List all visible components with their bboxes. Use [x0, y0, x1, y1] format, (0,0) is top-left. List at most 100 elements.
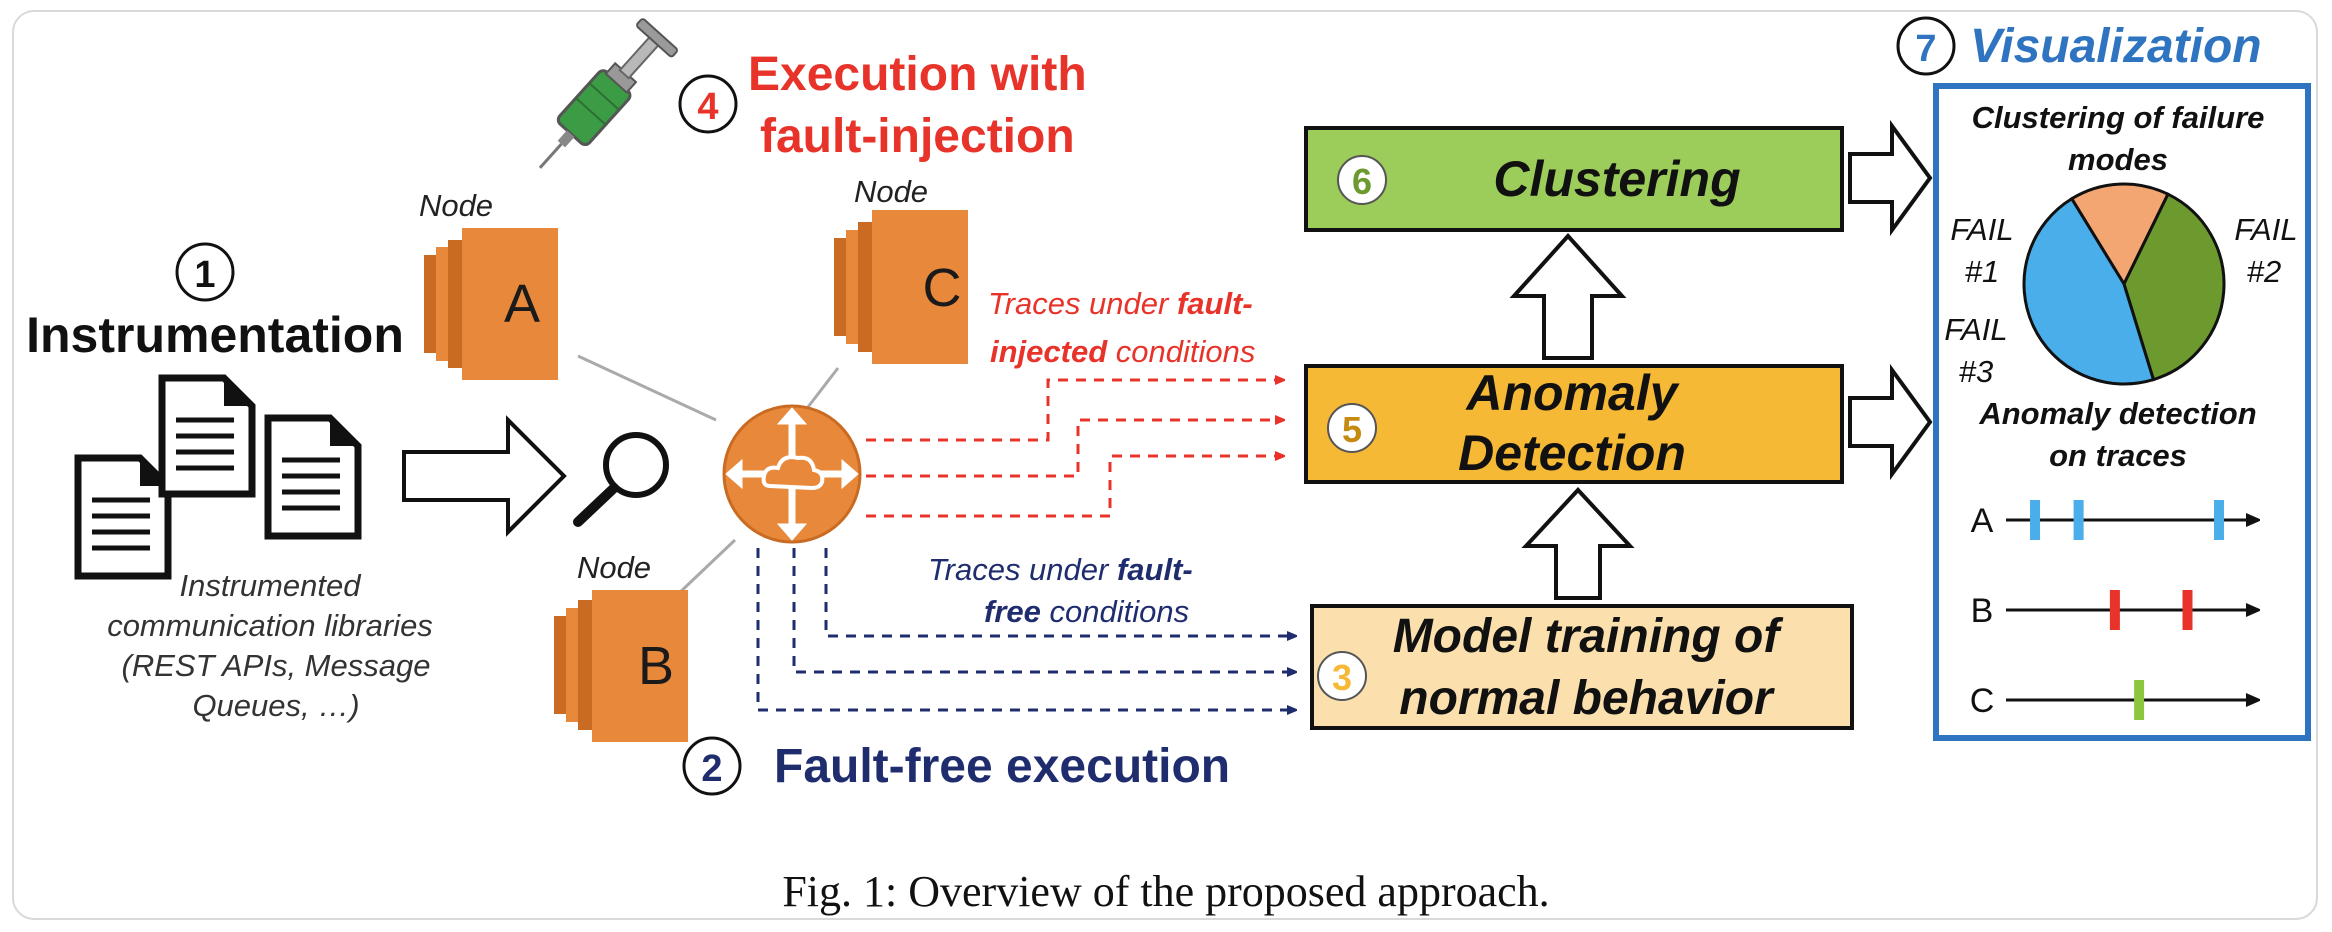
clustering-to-visualization-arrow [1848, 119, 1933, 237]
model-training-box: 3 Model training of normal behavior [1310, 604, 1854, 730]
step-2-badge [682, 736, 742, 796]
libraries-line: communication libraries [107, 608, 433, 643]
fault-free-title: Fault-free execution [774, 740, 1230, 793]
router-icon [722, 404, 862, 544]
fault-injection-step: 4 Execution with fault-injection [678, 48, 1087, 163]
trace-rows: A B C [1970, 500, 2258, 720]
svg-text:free conditions: free conditions [984, 594, 1189, 629]
node-b-label: Node [577, 550, 651, 585]
pie-slice-fail-1 [2069, 182, 2170, 288]
node-b: Node B [554, 550, 688, 742]
model-training-label-line: Model training of [1393, 610, 1784, 663]
pie-label-fail1-line: #1 [1965, 254, 1999, 289]
step-4-badge [678, 74, 738, 134]
fault-injected-traces-label: Traces under fault- injected conditions [988, 286, 1255, 369]
figure-caption: Fig. 1: Overview of the proposed approac… [782, 867, 1549, 916]
traces-label-text: conditions [1041, 594, 1189, 629]
visualization-title: Visualization [1970, 20, 2262, 73]
clustering-box: 6 Clustering [1304, 126, 1844, 232]
svg-text:Traces under fault-: Traces under fault- [988, 286, 1253, 321]
step-6-number: 6 [1352, 161, 1372, 202]
step-3-number: 3 [1332, 657, 1352, 698]
node-c-label: Node [854, 174, 928, 209]
document-icons [74, 374, 362, 580]
fault-free-step: 2 Fault-free execution [682, 736, 1230, 796]
step-7-badge [1896, 16, 1956, 76]
node-a-letter: A [504, 274, 540, 334]
libraries-line: Instrumented [180, 568, 363, 603]
model-training-label-line: normal behavior [1399, 672, 1775, 725]
trace-row-a: A [1971, 500, 2258, 540]
libraries-line: Queues, …) [192, 688, 359, 723]
step-7-number: 7 [1915, 28, 1936, 70]
node-c: Node C [834, 174, 968, 364]
instrumentation-title: Instrumentation [26, 307, 404, 363]
trace-row-c: C [1970, 680, 2258, 720]
fault-injection-title-line: fault-injection [760, 110, 1075, 163]
fault-injection-title-line: Execution with [748, 48, 1087, 101]
anomaly-title-line: on traces [2049, 438, 2187, 473]
pie-slice-fail-3 [2022, 196, 2156, 386]
traces-label-bold: free [984, 594, 1041, 629]
step-5-badge [1327, 403, 1377, 453]
pie-label-fail2-line: #2 [2247, 254, 2281, 289]
node-a: Node A [419, 188, 558, 380]
step-6-badge [1337, 155, 1387, 205]
instrumentation-step: 1 Instrumentation [26, 242, 404, 363]
pie-title-line: Clustering of failure [1972, 100, 2265, 135]
pie-label-fail1-line: FAIL [1950, 212, 2013, 247]
node-c-letter: C [923, 258, 962, 318]
step-2-number: 2 [701, 748, 722, 790]
traces-label-bold: fault- [1117, 552, 1193, 587]
trace-row-label: A [1971, 502, 1994, 540]
trace-row-b: B [1971, 590, 2258, 630]
anomaly-title-line: Anomaly detection [1978, 396, 2256, 431]
anomaly-to-visualization-arrow [1848, 363, 1933, 481]
step-4-number: 4 [697, 86, 718, 128]
anomaly-detection-box: 5 Anomaly Detection [1304, 364, 1844, 484]
visualization-panel: 7 Visualization Clustering of failure mo… [1896, 16, 2311, 741]
trace-row-label: C [1970, 682, 1995, 720]
anomaly-mark [2030, 500, 2041, 540]
magnifier-icon [573, 432, 669, 527]
pie-title-line: modes [2068, 142, 2168, 177]
pie-slice-fail-2 [2122, 192, 2226, 382]
anomaly-mark [2182, 590, 2193, 630]
pie-label-fail3-line: FAIL [1944, 312, 2007, 347]
traces-label-text: conditions [1107, 334, 1255, 369]
step-1-badge [175, 242, 235, 302]
anomaly-to-clustering-arrow [1509, 233, 1627, 360]
document-icon [158, 374, 256, 498]
traces-label-bold: injected [990, 334, 1108, 369]
fault-injected-trace-arrows [866, 380, 1284, 518]
traces-label-text: Traces under [928, 552, 1117, 587]
anomaly-detection-label-line: Anomaly [1464, 365, 1679, 421]
anomaly-detection-label-line: Detection [1458, 425, 1686, 481]
fault-free-traces-label: Traces under fault- free conditions [928, 552, 1193, 629]
node-b-letter: B [638, 636, 674, 696]
anomaly-mark [2109, 590, 2120, 630]
node-a-label: Node [419, 188, 493, 223]
document-icon [264, 414, 362, 540]
anomaly-mark [2073, 500, 2084, 540]
anomaly-mark [2213, 500, 2224, 540]
pie-label-fail3-line: #3 [1959, 354, 1993, 389]
libraries-line: (REST APIs, Message [122, 648, 431, 683]
clustering-label: Clustering [1493, 151, 1740, 207]
syringe-icon [538, 18, 678, 169]
instrument-arrow [402, 415, 567, 537]
traces-label-bold: fault- [1177, 286, 1253, 321]
trace-row-label: B [1971, 592, 1994, 630]
failure-modes-pie [2022, 182, 2226, 386]
pie-label-fail2-line: FAIL [2234, 212, 2297, 247]
step-1-number: 1 [194, 254, 215, 296]
libraries-label: Instrumented communication libraries (RE… [107, 568, 433, 723]
step-5-number: 5 [1342, 409, 1362, 450]
svg-text:Traces under fault-: Traces under fault- [928, 552, 1193, 587]
traces-label-text: Traces under [988, 286, 1177, 321]
document-icon [74, 454, 172, 580]
fault-free-trace-arrows [756, 548, 1296, 710]
anomaly-mark [2134, 680, 2145, 720]
svg-text:injected conditions: injected conditions [990, 334, 1255, 369]
